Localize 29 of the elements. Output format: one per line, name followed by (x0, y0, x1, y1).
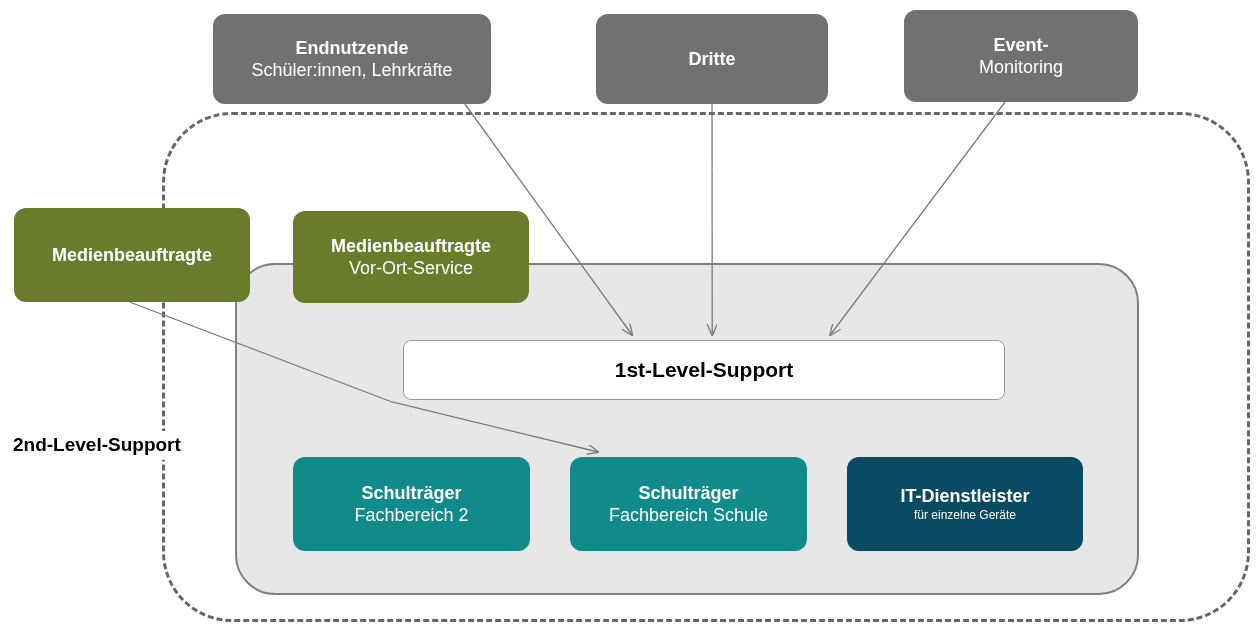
source-box (213, 14, 491, 104)
provider-box (293, 457, 530, 551)
box-title: Medienbeauftragte (330, 234, 492, 257)
box-subtitle: für einzelne Geräte (912, 507, 1018, 523)
box-title: Event- (992, 33, 1050, 56)
box-subtitle: Monitoring (977, 56, 1064, 79)
support-level-box (403, 340, 1005, 400)
box-title: IT-Dienstleister (899, 485, 1031, 508)
source-box (904, 10, 1138, 102)
support-panel (235, 263, 1139, 595)
provider-box (847, 457, 1083, 551)
box-title: Endnutzende (294, 36, 410, 59)
arrow (129, 301, 600, 455)
box-subtitle: Fachbereich 2 (353, 504, 470, 527)
arrow (464, 103, 634, 337)
box-subtitle: Vor-Ort-Service (348, 257, 474, 280)
box-title: Medienbeauftragte (51, 243, 213, 267)
arrow (829, 101, 1006, 337)
role-box (293, 211, 529, 303)
provider-box (570, 457, 807, 551)
box-subtitle: Schüler:innen, Lehrkräfte (250, 59, 454, 82)
box-title: 1st-Level-Support (613, 356, 795, 383)
source-box (596, 14, 828, 104)
arrow (706, 103, 718, 337)
box-title: Schulträger (637, 481, 740, 504)
box-title: Dritte (687, 47, 737, 71)
role-box (14, 208, 250, 302)
box-title: Schulträger (360, 481, 463, 504)
box-subtitle: Fachbereich Schule (607, 504, 770, 527)
